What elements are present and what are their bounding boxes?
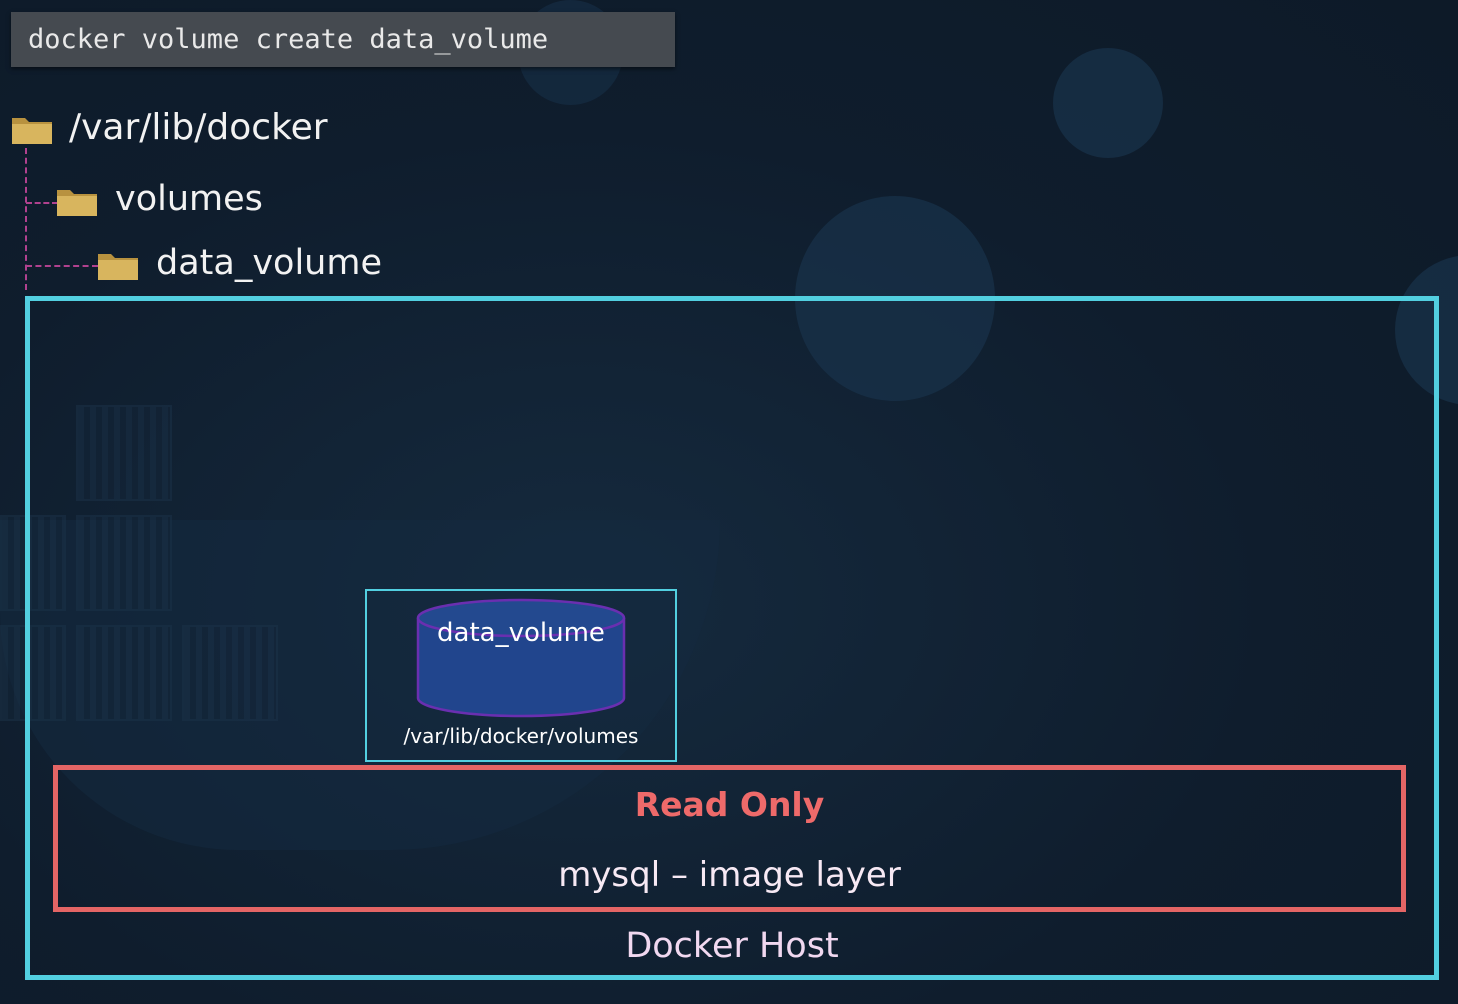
background-circle bbox=[1053, 48, 1163, 158]
background-container-stack bbox=[182, 625, 278, 721]
image-layer-label: mysql – image layer bbox=[558, 855, 901, 895]
folder-icon bbox=[57, 190, 97, 216]
tree-connector bbox=[26, 202, 58, 204]
tree-connector bbox=[25, 148, 27, 290]
volume-path-label: /var/lib/docker/volumes bbox=[403, 724, 639, 748]
docker-host-box bbox=[25, 296, 1439, 980]
background-container-stack bbox=[76, 515, 172, 611]
folder-label-root: /var/lib/docker bbox=[69, 107, 328, 148]
folder-icon bbox=[98, 254, 138, 280]
folder-label-data-volume: data_volume bbox=[156, 243, 382, 283]
background-container-stack bbox=[0, 515, 66, 611]
volume-name-label: data_volume bbox=[437, 618, 605, 648]
database-cylinder-icon bbox=[416, 598, 626, 718]
background-container-stack bbox=[76, 625, 172, 721]
tree-connector bbox=[26, 265, 98, 267]
read-only-layer-box bbox=[53, 765, 1406, 912]
folder-label-volumes: volumes bbox=[115, 179, 263, 219]
background-container-stack bbox=[0, 625, 66, 721]
background-container-stack bbox=[76, 405, 172, 501]
read-only-title: Read Only bbox=[634, 785, 825, 824]
volume-box bbox=[365, 589, 677, 762]
folder-icon bbox=[12, 118, 52, 144]
command-text: docker volume create data_volume bbox=[11, 12, 675, 67]
docker-host-label: Docker Host bbox=[625, 926, 839, 966]
